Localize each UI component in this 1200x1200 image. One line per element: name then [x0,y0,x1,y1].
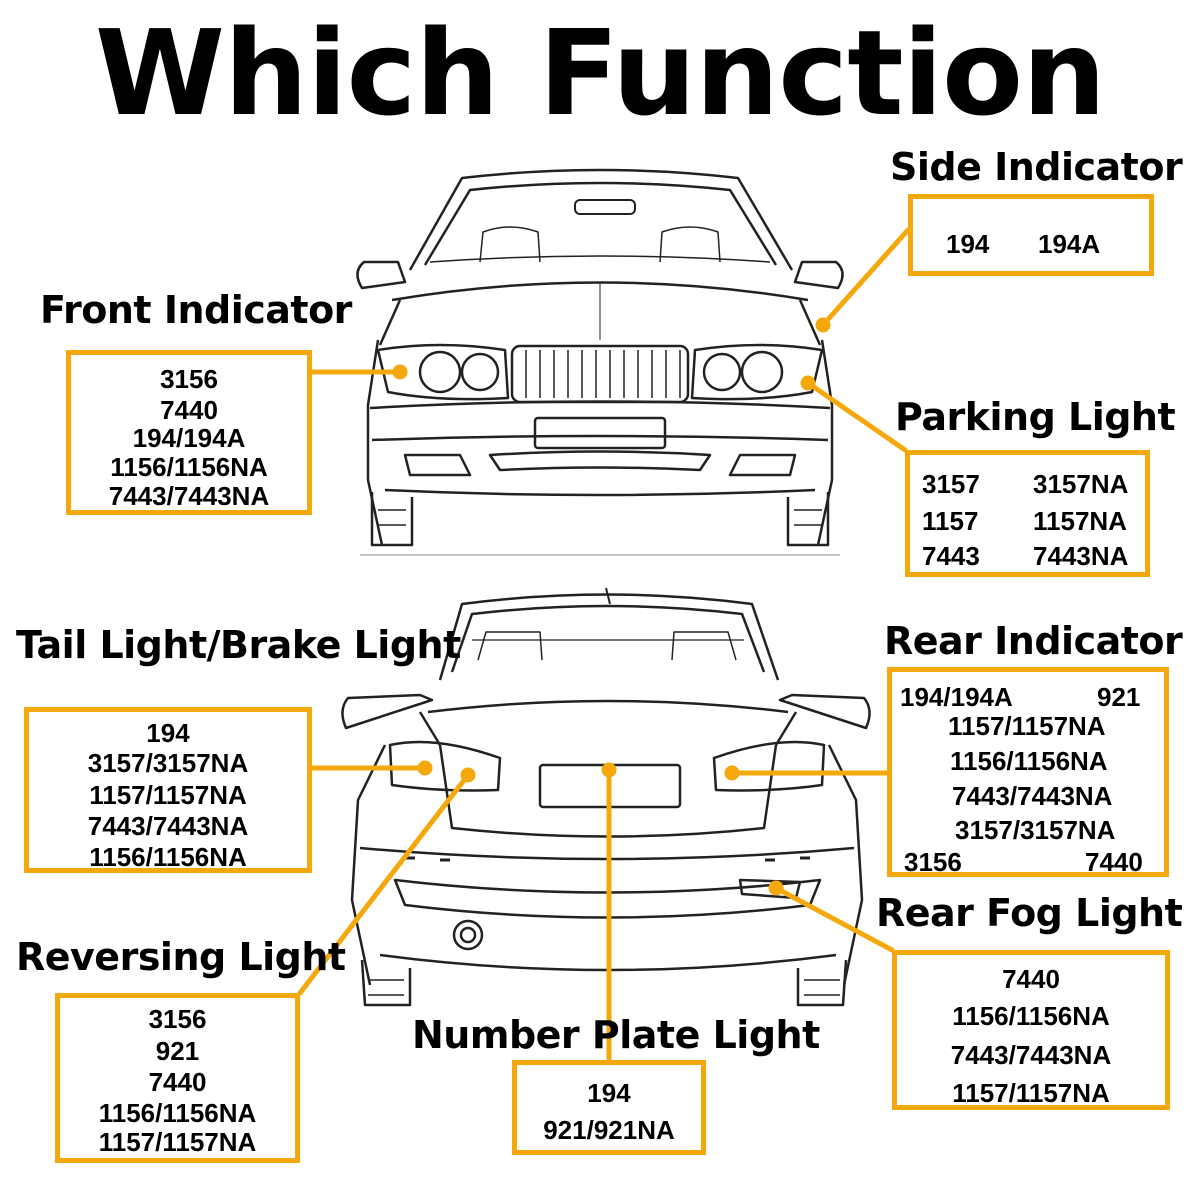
bulb-code: 194 [946,229,990,259]
front-indicator-heading: Front Indicator [40,288,352,332]
bulb-code: 7440 [148,1067,207,1097]
rear-indicator-heading: Rear Indicator [884,619,1183,663]
bulb-code: 1157 [922,506,979,536]
bulb-code: 194 [587,1078,631,1108]
bulb-code: 3157/3157NA [955,815,1116,845]
bulb-code: 7443NA [1033,541,1129,571]
parking-light-heading: Parking Light [895,395,1176,439]
page-title: Which Function [94,4,1106,142]
number-plate-light-heading: Number Plate Light [412,1013,820,1057]
bulb-code: 1157/1157NA [948,711,1106,741]
bulb-code: 1156/1156NA [110,452,268,482]
bulb-code: 1156/1156NA [98,1098,257,1128]
tail-light-box: 194 3157/3157NA 1157/1157NA 7443/7443NA … [24,707,312,873]
bulb-code: 1156/1156NA [950,746,1108,776]
front-indicator-box: 3156 7440 194/194A 1156/1156NA 7443/7443… [66,350,312,515]
bulb-code: 7443/7443NA [952,781,1113,811]
side-indicator-box: 194 194A [908,194,1154,276]
bulb-code: 3156 [160,364,218,394]
bulb-code: 921 [155,1036,200,1066]
rear-fog-light-heading: Rear Fog Light [876,891,1183,935]
parking-light-box: 3157 3157NA 1157 1157NA 7443 7443NA [905,450,1150,577]
reversing-light-heading: Reversing Light [16,935,346,979]
bulb-code: 3157/3157NA [87,748,249,778]
bulb-code: 3157 [922,469,980,499]
bulb-code: 194A [1038,229,1101,259]
bulb-code: 921/921NA [543,1115,675,1145]
bulb-code: 194/194A [132,423,246,453]
bulb-code: 3156 [148,1004,207,1034]
bulb-code: 194 [146,718,190,748]
bulb-code: 7440 [1002,964,1060,994]
bulb-code: 1157/1157NA [98,1127,257,1157]
rear-fog-light-box: 7440 1156/1156NA 7443/7443NA 1157/1157NA [892,950,1170,1110]
bulb-code: 3156 [904,847,962,877]
front-car-drawing [356,168,844,556]
side-indicator-heading: Side Indicator [890,145,1183,189]
bulb-code: 7443/7443NA [108,481,270,511]
bulb-code: 1157/1157NA [952,1078,1110,1108]
bulb-code: 1156/1156NA [89,842,247,872]
leader-lines [297,227,911,1063]
bulb-code: 7440 [160,395,218,425]
bulb-code: 3157NA [1033,469,1129,499]
bulb-code: 7443/7443NA [950,1040,1112,1070]
bulb-code: 1157/1157NA [89,780,247,810]
bulb-code: 921 [1097,682,1141,712]
bulb-code: 7443/7443NA [87,811,249,841]
bulb-code: 7440 [1085,847,1143,877]
number-plate-light-box: 194 921/921NA [512,1060,706,1155]
bulb-code: 1157NA [1033,506,1127,536]
bulb-code: 7443 [922,541,980,571]
bulb-code: 194/194A [900,682,1013,712]
reversing-light-box: 3156 921 7440 1156/1156NA 1157/1157NA [55,993,300,1163]
bulb-code: 1156/1156NA [952,1001,1110,1031]
rear-indicator-box: 194/194A 921 1157/1157NA 1156/1156NA 744… [887,667,1169,877]
tail-light-heading: Tail Light/Brake Light [16,623,461,667]
